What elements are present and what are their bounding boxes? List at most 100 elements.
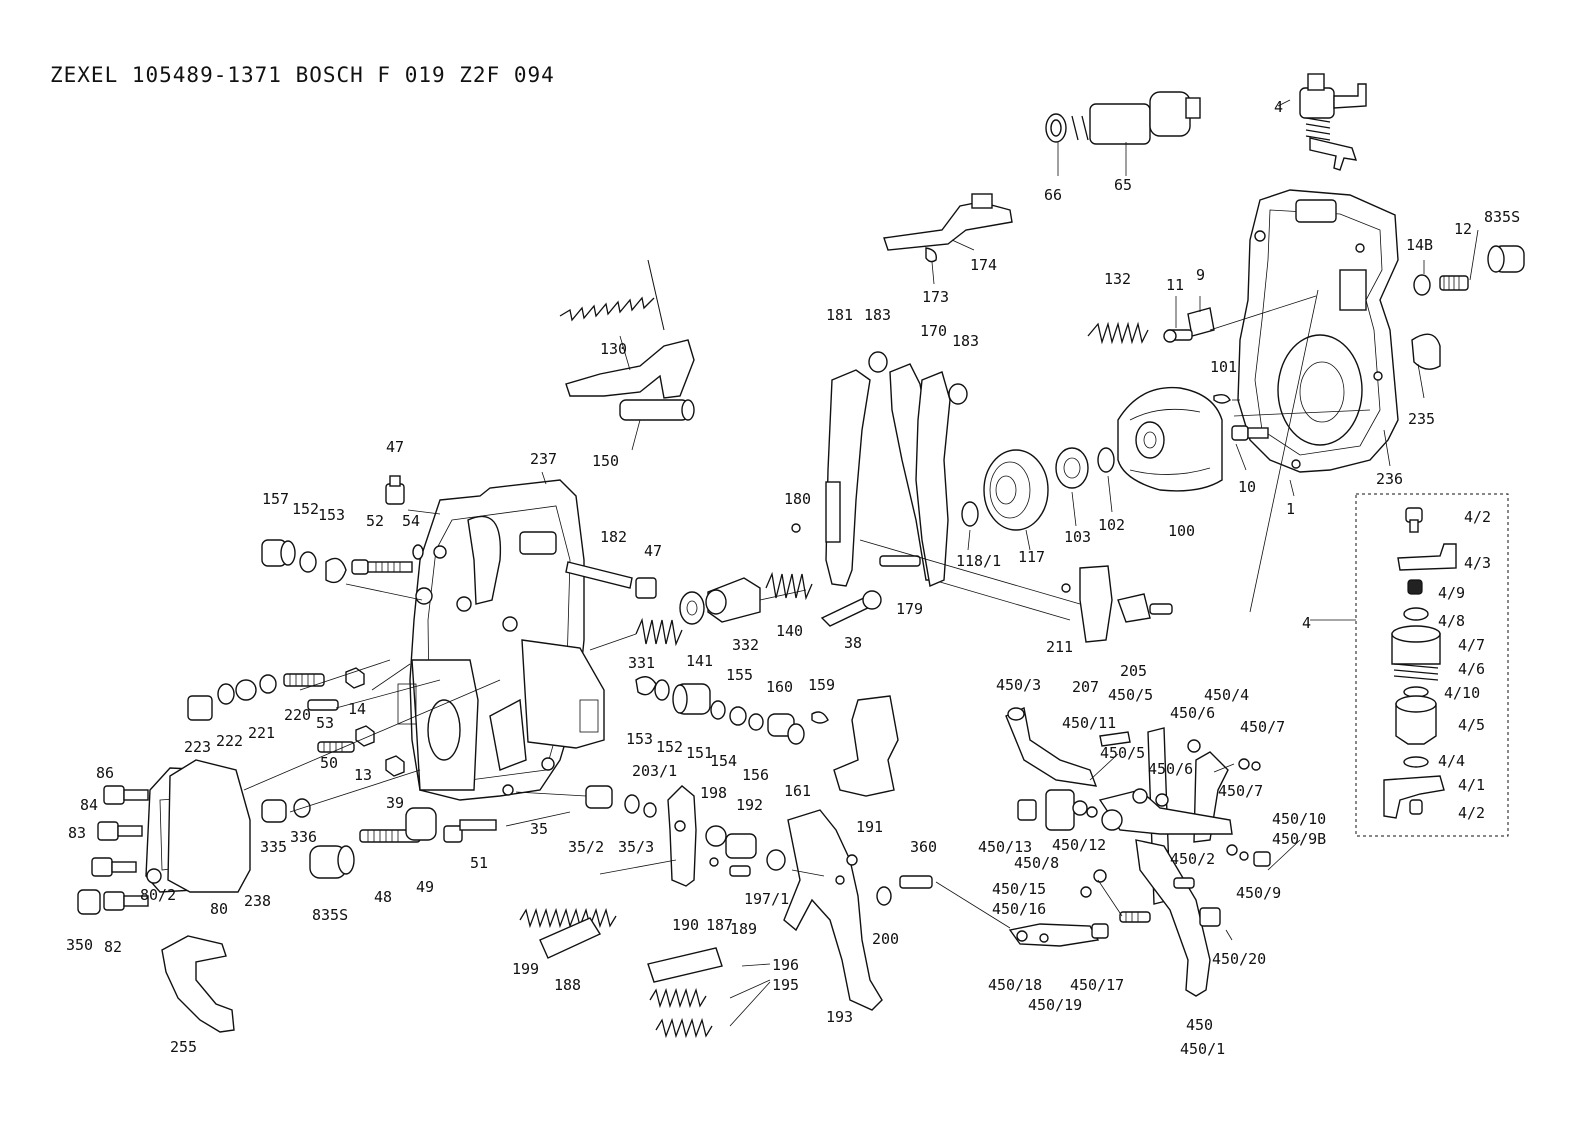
- callout-label: 10: [1238, 478, 1256, 496]
- callout-label: 200: [872, 930, 899, 948]
- callout-label: 193: [826, 1008, 853, 1026]
- callout-label: 450/18: [988, 976, 1042, 994]
- callout-label: 170: [920, 322, 947, 340]
- callout-label: 199: [512, 960, 539, 978]
- callout-label: 51: [470, 854, 488, 872]
- callout-label: 82: [104, 938, 122, 956]
- callout-label: 130: [600, 340, 627, 358]
- callout-label: 9: [1196, 266, 1205, 284]
- parts-835S-12-14B: [1413, 245, 1525, 296]
- callout-label: 80/2: [140, 886, 176, 904]
- parts-151-161: [635, 676, 829, 745]
- callout-label: 191: [856, 818, 883, 836]
- callout-label: 180: [784, 490, 811, 508]
- callout-label: 211: [1046, 638, 1073, 656]
- callout-label: 154: [710, 752, 737, 770]
- callout-label: 4/2: [1464, 508, 1491, 526]
- callout-label: 66: [1044, 186, 1062, 204]
- callout-label: 47: [644, 542, 662, 560]
- callout-label: 173: [922, 288, 949, 306]
- parts-835S-48-49-51: [309, 807, 497, 879]
- callout-label: 450/4: [1204, 686, 1249, 704]
- callout-label: 350: [66, 936, 93, 954]
- callout-labels: 4 66 65 835S 12 14B 9 11 132 174 173 181…: [66, 98, 1520, 1058]
- callout-label: 152: [292, 500, 319, 518]
- callout-label: 221: [248, 724, 275, 742]
- callout-label: 450: [1186, 1016, 1213, 1034]
- callout-label: 450/13: [978, 838, 1032, 856]
- callout-label: 118/1: [956, 552, 1001, 570]
- callout-label: 14: [348, 700, 366, 718]
- flyweight-100: [1117, 386, 1223, 492]
- callout-label: 450/5: [1100, 744, 1145, 762]
- sensor-65-66: [1045, 91, 1201, 145]
- parts-211-207-205: [1061, 565, 1173, 643]
- lever-190-assembly: [667, 785, 786, 887]
- callout-label: 450/15: [992, 880, 1046, 898]
- callout-label: 4/4: [1438, 752, 1465, 770]
- callout-label: 205: [1120, 662, 1147, 680]
- callout-label: 4/2: [1458, 804, 1485, 822]
- callout-label: 161: [784, 782, 811, 800]
- fork-191: [833, 695, 899, 797]
- springs-199-188-195-196: [519, 907, 723, 1039]
- callout-label: 189: [730, 920, 757, 938]
- callout-label: 195: [772, 976, 799, 994]
- callout-label: 4/8: [1438, 612, 1465, 630]
- housing-236: [1237, 189, 1399, 473]
- screw-10: [1231, 425, 1269, 441]
- parts-35-203: [585, 785, 657, 818]
- callout-label: 156: [742, 766, 769, 784]
- callout-label: 53: [316, 714, 334, 732]
- callout-label: 335: [260, 838, 287, 856]
- callout-label: 238: [244, 892, 271, 910]
- callout-label: 222: [216, 732, 243, 750]
- callout-label: 835S: [1484, 208, 1520, 226]
- callout-label: 450/9: [1236, 884, 1281, 902]
- callout-label: 100: [1168, 522, 1195, 540]
- callout-label: 236: [1376, 470, 1403, 488]
- key-101: [1213, 393, 1231, 404]
- callout-label: 203/1: [632, 762, 677, 780]
- callout-label: 4/9: [1438, 584, 1465, 602]
- callout-label: 220: [284, 706, 311, 724]
- parts-50-13-39-335-336: [261, 725, 405, 823]
- callout-label: 140: [776, 622, 803, 640]
- callout-label: 11: [1166, 276, 1184, 294]
- callout-label: 117: [1018, 548, 1045, 566]
- callout-label: 50: [320, 754, 338, 772]
- callout-label: 14B: [1406, 236, 1433, 254]
- callout-label: 450/20: [1212, 950, 1266, 968]
- lever-450-assembly: [1005, 707, 1271, 997]
- callout-label: 450/7: [1218, 782, 1263, 800]
- callout-label: 179: [896, 600, 923, 618]
- arm-193-assembly: [783, 809, 933, 1011]
- callout-label: 4: [1302, 614, 1311, 632]
- callout-label: 331: [628, 654, 655, 672]
- callout-label: 4/7: [1458, 636, 1485, 654]
- callout-label: 183: [864, 306, 891, 324]
- callout-label: 450/3: [996, 676, 1041, 694]
- callout-label: 52: [366, 512, 384, 530]
- callout-label: 151: [686, 744, 713, 762]
- callout-label: 160: [766, 678, 793, 696]
- callout-label: 192: [736, 796, 763, 814]
- callout-label: 65: [1114, 176, 1132, 194]
- callout-label: 332: [732, 636, 759, 654]
- callout-label: 1: [1286, 500, 1295, 518]
- clip-235: [1411, 333, 1441, 370]
- callout-label: 207: [1072, 678, 1099, 696]
- callout-label: 47: [386, 438, 404, 456]
- callout-label: 153: [626, 730, 653, 748]
- callout-label: 12: [1454, 220, 1472, 238]
- callout-label: 132: [1104, 270, 1131, 288]
- callout-label: 237: [530, 450, 557, 468]
- callout-label: 35/2: [568, 838, 604, 856]
- callout-label: 197/1: [744, 890, 789, 908]
- callout-label: 4/3: [1464, 554, 1491, 572]
- parts-102-103-117-118: [961, 447, 1115, 531]
- callout-label: 450/11: [1062, 714, 1116, 732]
- callout-label: 101: [1210, 358, 1237, 376]
